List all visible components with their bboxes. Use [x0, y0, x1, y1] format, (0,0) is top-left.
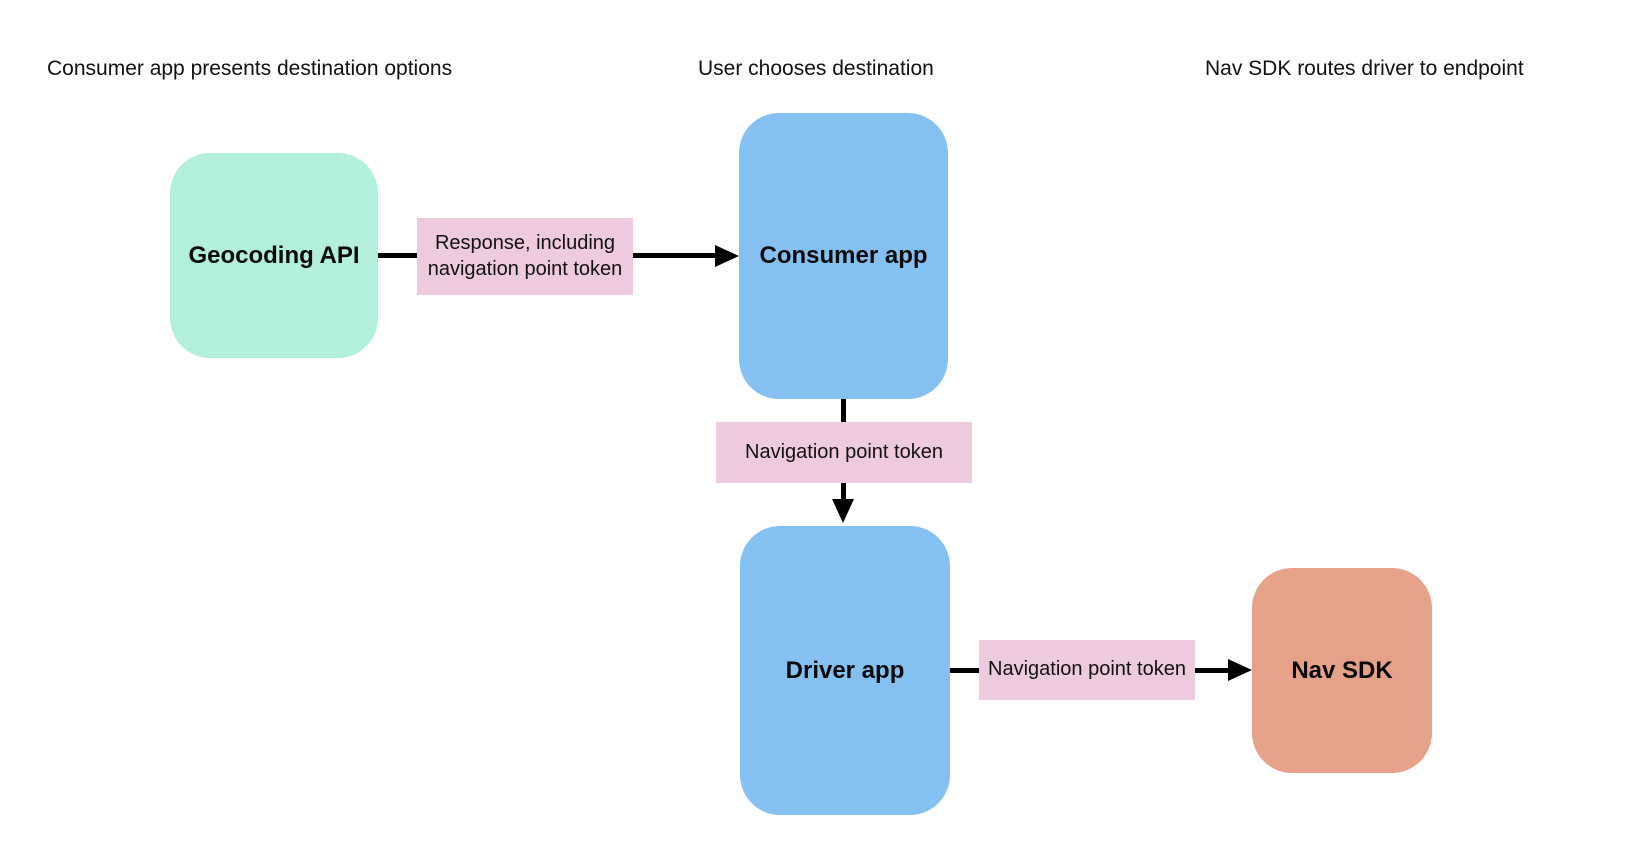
edge-line-geocoding-to-label	[378, 253, 417, 258]
stage-label-user-chooses: User chooses destination	[698, 57, 934, 80]
node-consumer-app: Consumer app	[739, 113, 948, 399]
arrowhead-right-into-consumer-icon	[715, 245, 739, 267]
node-driver-app: Driver app	[740, 526, 950, 815]
arrowhead-down-into-driver-icon	[832, 499, 854, 523]
edge-line-driver-to-label	[950, 668, 979, 673]
edge-line-label-to-nav-sdk	[1195, 668, 1228, 673]
stage-label-consumer-presents: Consumer app presents destination option…	[47, 57, 453, 80]
node-geocoding-api: Geocoding API	[170, 153, 378, 358]
edge-line-consumer-to-label	[841, 399, 846, 422]
edge-line-label-to-driver	[841, 483, 846, 499]
node-nav-sdk: Nav SDK	[1252, 568, 1432, 773]
stage-label-nav-sdk-routes: Nav SDK routes driver to endpoint	[1205, 57, 1524, 80]
edge-label-navigation-point-token-vertical: Navigation point token	[716, 422, 972, 483]
edge-label-navigation-point-token-horizontal: Navigation point token	[979, 640, 1195, 700]
edge-line-label-to-consumer	[633, 253, 715, 258]
edge-label-response-token: Response, including navigation point tok…	[417, 218, 633, 295]
arrowhead-right-into-nav-sdk-icon	[1228, 659, 1252, 681]
